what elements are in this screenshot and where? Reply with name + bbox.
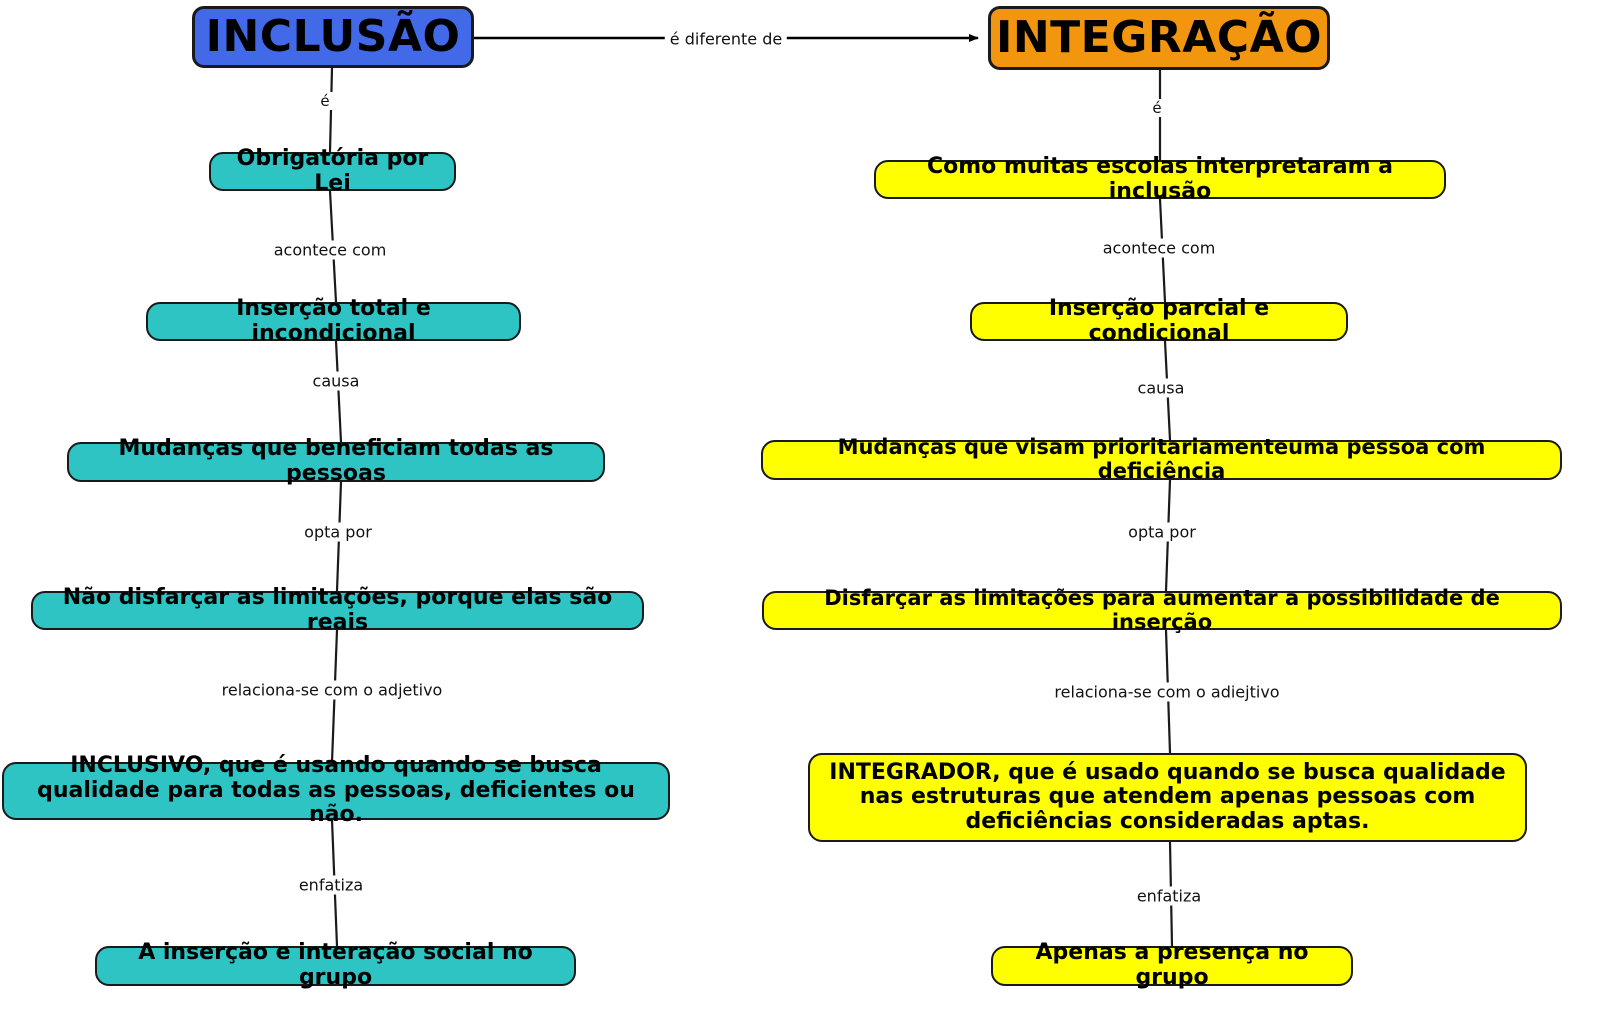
node-label: INTEGRADOR, que é usado quando se busca … xyxy=(829,759,1506,834)
node-integracao-root[interactable]: INTEGRAÇÃO xyxy=(988,6,1330,70)
edge-label-left-5: relaciona-se com o adjetivo xyxy=(216,680,448,700)
node-label: A inserção e interação social no grupo xyxy=(138,940,533,990)
node-left-mudancas-beneficiam[interactable]: Mudanças que beneficiam todas as pessoas xyxy=(67,436,605,486)
edge-label-right-2: acontece com xyxy=(1097,238,1221,258)
edge-label-left-6: enfatiza xyxy=(293,875,369,895)
node-label: Mudanças que beneficiam todas as pessoas xyxy=(118,436,554,486)
edge-label-left-2: acontece com xyxy=(268,240,392,260)
node-right-mudancas-prioritariamente[interactable]: Mudanças que visam prioritariamenteuma p… xyxy=(761,436,1562,483)
node-label: Inserção total e incondicional xyxy=(236,295,431,346)
node-inclusao-root[interactable]: INCLUSÃO xyxy=(192,6,474,68)
node-label: Disfarçar as limitações para aumentar a … xyxy=(824,585,1500,634)
node-label: INCLUSÃO xyxy=(205,11,461,63)
node-right-insercao-parcial[interactable]: Inserção parcial e condicional xyxy=(970,296,1348,345)
node-label: Mudanças que visam prioritariamenteuma p… xyxy=(837,435,1486,483)
edge-label-right-3: causa xyxy=(1132,378,1190,398)
edge-label-right-1: é xyxy=(1147,99,1167,117)
node-right-apenas-presenca[interactable]: Apenas a presença no grupo xyxy=(991,940,1353,990)
node-left-nao-disfarcar[interactable]: Não disfarçar as limitações, porque elas… xyxy=(31,585,644,634)
node-label: Como muitas escolas interpretaram a incl… xyxy=(926,153,1393,204)
edge-left-1 xyxy=(328,67,334,153)
edge-label-right-5: relaciona-se com o adiejtivo xyxy=(1049,682,1285,702)
node-right-como-escolas-interpretaram[interactable]: Como muitas escolas interpretaram a incl… xyxy=(874,154,1446,203)
node-label: Inserção parcial e condicional xyxy=(1048,295,1270,346)
node-label: INTEGRAÇÃO xyxy=(995,12,1323,64)
edge-left-3 xyxy=(334,340,343,443)
node-left-insercao-total[interactable]: Inserção total e incondicional xyxy=(146,296,521,345)
node-label: Obrigatória por Lei xyxy=(236,145,429,196)
edge-label-right-4: opta por xyxy=(1123,522,1201,542)
node-right-integrador[interactable]: INTEGRADOR, que é usado quando se busca … xyxy=(808,753,1527,842)
node-left-inclusivo[interactable]: INCLUSIVO, que é usando quando se busca … xyxy=(2,753,670,827)
node-left-obrigatoria-por-lei[interactable]: Obrigatória por Lei xyxy=(209,146,456,195)
edge-label-left-4: opta por xyxy=(299,522,377,542)
node-label: Apenas a presença no grupo xyxy=(1035,940,1309,990)
edge-label-right-6: enfatiza xyxy=(1131,886,1207,906)
node-label: Não disfarçar as limitações, porque elas… xyxy=(62,584,613,635)
edge-label-cross-link: é diferente de xyxy=(664,29,788,49)
edge-label-left-3: causa xyxy=(307,371,365,391)
node-left-insercao-interacao[interactable]: A inserção e interação social no grupo xyxy=(95,940,576,990)
node-label: INCLUSIVO, que é usando quando se busca … xyxy=(37,753,635,828)
node-right-disfarcar-limitacoes[interactable]: Disfarçar as limitações para aumentar a … xyxy=(762,586,1562,633)
edge-label-left-1: é xyxy=(315,92,335,110)
